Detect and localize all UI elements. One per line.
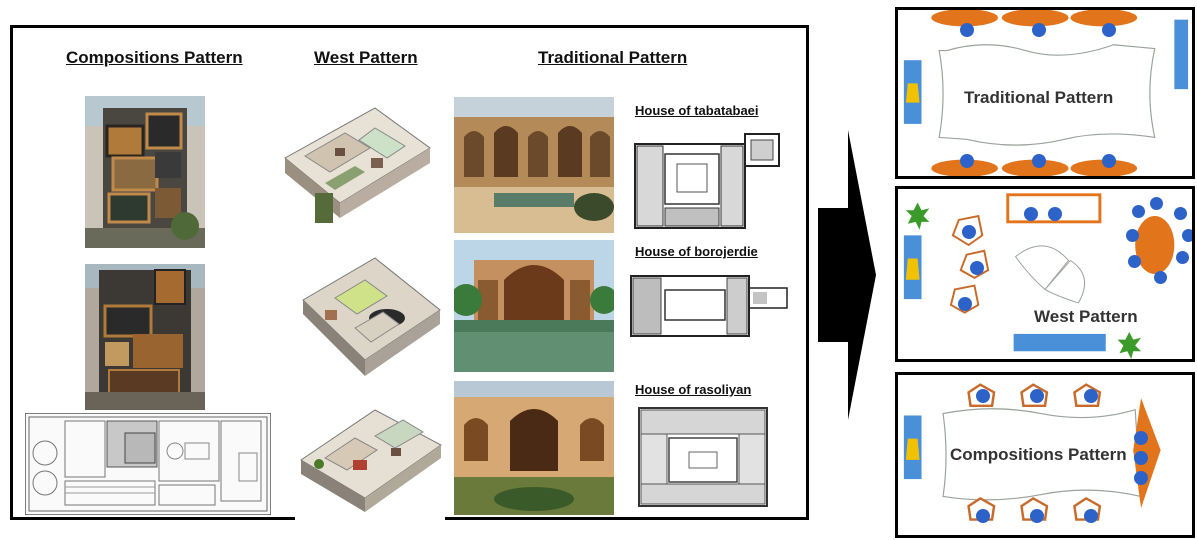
smiley-icon: [976, 509, 990, 523]
smiley-icon: [1030, 389, 1044, 403]
compositions-facade-photo-2: [85, 264, 205, 410]
smiley-icon: [958, 297, 972, 311]
borojerdie-floor-plan: [625, 268, 791, 344]
west-3d-plan-3: [295, 400, 445, 520]
house-label-rasoliyan: House of rasoliyan: [635, 382, 752, 397]
traditional-pattern-panel: Traditional Pattern: [895, 7, 1195, 179]
smiley-icon: [1048, 207, 1062, 221]
smiley-icon: [1150, 197, 1163, 210]
smiley-icon: [962, 225, 976, 239]
smiley-icon: [1102, 154, 1116, 168]
smiley-icon: [960, 154, 974, 168]
patterns-comparison-frame: Compositions Pattern West Pattern Tradit…: [10, 25, 809, 520]
smiley-icon: [1134, 471, 1148, 485]
smiley-icon: [1126, 229, 1139, 242]
smiley-icon: [1134, 431, 1148, 445]
borojerdie-courtyard-photo: [454, 240, 614, 372]
smiley-icon: [1174, 207, 1187, 220]
traditional-column-title: Traditional Pattern: [538, 48, 688, 67]
west-pattern-label: West Pattern: [1034, 307, 1138, 326]
tabatabaei-floor-plan: [625, 128, 785, 236]
rasoliyan-floor-plan: [633, 402, 773, 512]
house-label-tabatabaei: House of tabatabaei: [635, 103, 759, 118]
compositions-pattern-label: Compositions Pattern: [950, 445, 1127, 464]
smiley-icon: [1132, 205, 1145, 218]
smiley-icon: [1176, 251, 1189, 264]
west-3d-plan-2: [295, 250, 445, 382]
compositions-facade-photo-1: [85, 96, 205, 248]
house-label-borojerdie: House of borojerdie: [635, 244, 758, 259]
smiley-icon: [1032, 23, 1046, 37]
rasoliyan-courtyard-photo: [454, 381, 614, 515]
traditional-pattern-label: Traditional Pattern: [964, 88, 1114, 107]
smiley-icon: [960, 23, 974, 37]
smiley-icon: [976, 389, 990, 403]
right-arrow-icon: [818, 130, 876, 420]
compositions-floor-plan: [25, 413, 271, 515]
smiley-icon: [1154, 271, 1167, 284]
smiley-icon: [970, 261, 984, 275]
west-3d-plan-1: [275, 88, 435, 238]
smiley-icon: [1030, 509, 1044, 523]
tabatabaei-courtyard-photo: [454, 97, 614, 233]
smiley-icon: [1084, 509, 1098, 523]
smiley-icon: [1102, 23, 1116, 37]
compositions-pattern-panel: Compositions Pattern: [895, 372, 1195, 538]
west-pattern-panel: West Pattern: [895, 186, 1195, 362]
compositions-column-title: Compositions Pattern: [66, 48, 243, 67]
smiley-icon: [1182, 229, 1192, 242]
smiley-icon: [1084, 389, 1098, 403]
smiley-icon: [1024, 207, 1038, 221]
smiley-icon: [1128, 255, 1141, 268]
smiley-icon: [1134, 451, 1148, 465]
smiley-icon: [1032, 154, 1046, 168]
west-column-title: West Pattern: [314, 48, 418, 67]
